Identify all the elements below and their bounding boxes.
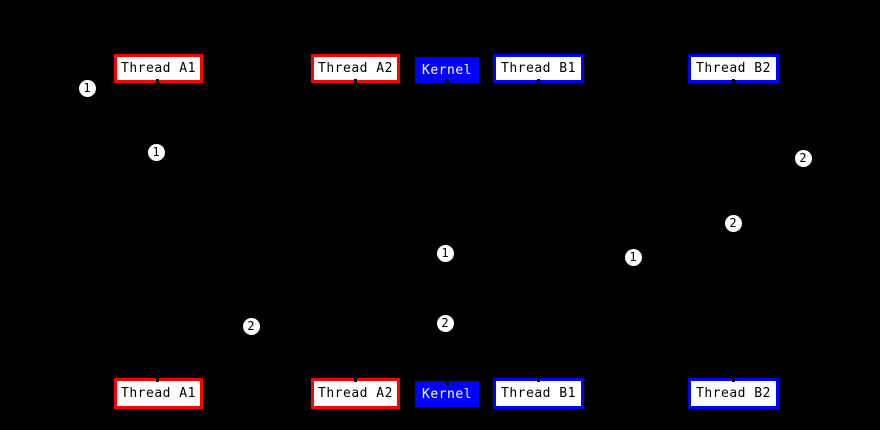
step-number-badge-1: 1 xyxy=(436,244,454,262)
lifeline-notch-thread-a2-bottom xyxy=(354,377,357,382)
lifeline-notch-thread-a1-bottom xyxy=(156,377,159,382)
step-number-badge-2: 2 xyxy=(724,214,742,232)
lifeline-notch-kernel-bottom xyxy=(446,380,449,385)
step-number-badge-2: 2 xyxy=(242,317,260,335)
step-number-badge-1: 1 xyxy=(147,143,165,161)
participant-thread-a1-bottom: Thread A1 xyxy=(114,378,203,409)
participant-thread-b1-bottom: Thread B1 xyxy=(493,378,584,409)
lifeline-notch-thread-b2-bottom xyxy=(732,377,735,382)
participant-thread-b1-top: Thread B1 xyxy=(493,54,584,83)
participant-kernel-top: Kernel xyxy=(415,57,479,83)
lifeline-notch-kernel-top xyxy=(446,79,449,84)
participant-thread-b2-top: Thread B2 xyxy=(688,54,779,83)
lifeline-notch-thread-a2-top xyxy=(354,79,357,84)
step-number-badge-1: 1 xyxy=(78,79,96,97)
lifeline-notch-thread-a1-top xyxy=(156,79,159,84)
lifeline-notch-thread-b1-bottom xyxy=(537,377,540,382)
participant-thread-b2-bottom: Thread B2 xyxy=(688,378,779,409)
step-number-badge-2: 2 xyxy=(436,314,454,332)
lifeline-notch-thread-b2-top xyxy=(732,79,735,84)
step-number-badge-2: 2 xyxy=(794,149,812,167)
step-number-badge-1: 1 xyxy=(624,248,642,266)
participant-thread-a2-bottom: Thread A2 xyxy=(311,378,400,409)
lifeline-notch-thread-b1-top xyxy=(537,79,540,84)
